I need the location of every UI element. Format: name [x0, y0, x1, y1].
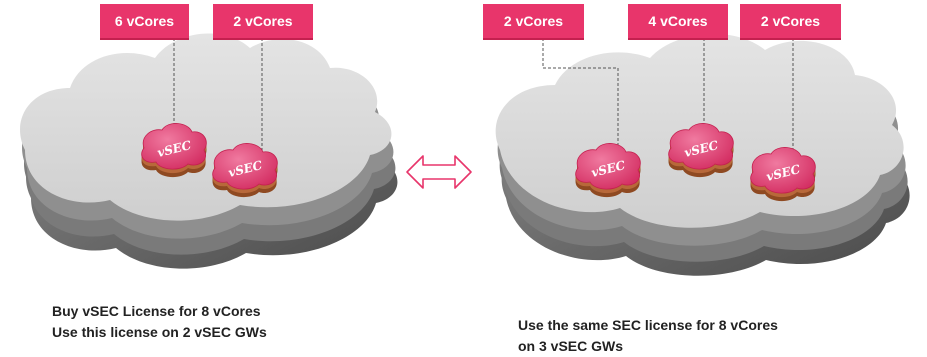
label-right-4-vcores: 4 vCores	[628, 4, 728, 40]
right-vsec-chip-1: vSEC	[575, 142, 641, 198]
connector-lines	[173, 38, 794, 165]
right-caption: Use the same SEC license for 8 vCores on…	[518, 315, 778, 357]
left-vsec-chip-2: vSEC	[212, 142, 278, 198]
left-caption-line-2: Use this license on 2 vSEC GWs	[52, 324, 267, 340]
double-arrow-icon	[406, 155, 472, 189]
label-right-2-vcores-b: 2 vCores	[740, 4, 841, 40]
right-vsec-chip-3: vSEC	[750, 146, 816, 202]
label-left-2-vcores: 2 vCores	[213, 4, 313, 40]
right-caption-line-2: on 3 vSEC GWs	[518, 338, 624, 354]
left-caption-line-1: Buy vSEC License for 8 vCores	[52, 303, 261, 319]
label-left-6-vcores: 6 vCores	[100, 4, 189, 40]
left-caption: Buy vSEC License for 8 vCores Use this l…	[52, 301, 267, 343]
right-caption-line-1: Use the same SEC license for 8 vCores	[518, 317, 778, 333]
left-cloud	[20, 33, 398, 269]
connector-right-1	[542, 38, 619, 158]
right-vsec-chip-2: vSEC	[668, 122, 734, 178]
left-vsec-chip-1: vSEC	[141, 122, 207, 178]
label-right-2-vcores-a: 2 vCores	[483, 4, 584, 40]
